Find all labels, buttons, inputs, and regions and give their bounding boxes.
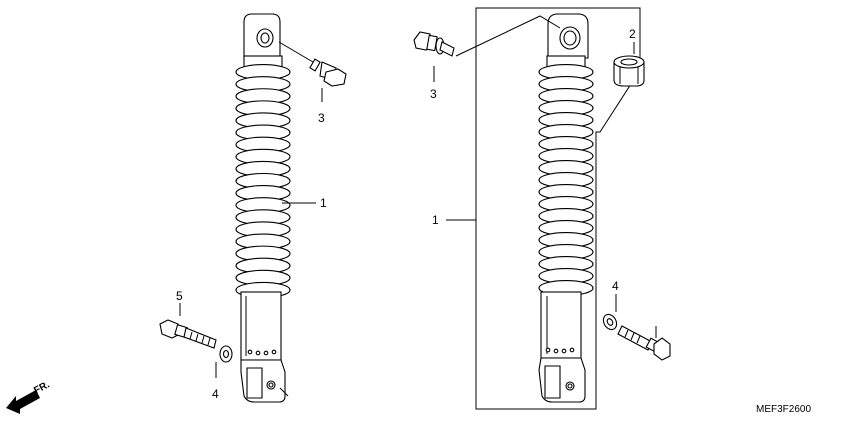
left-washer (219, 345, 233, 363)
right-shock-spring (538, 64, 594, 296)
callout-right-top-bolt: 3 (430, 87, 437, 101)
left-top-bolt (278, 41, 347, 87)
left-shock-spring (235, 63, 291, 299)
callout-right-washer: 4 (612, 279, 619, 293)
callout-left-shock: 1 (320, 196, 327, 210)
front-direction-arrow: FR. (6, 379, 52, 414)
left-bottom-bolt (159, 319, 217, 349)
callout-left-bottom-bolt: 5 (176, 289, 183, 303)
callout-left-top-bolt: 3 (318, 111, 325, 125)
right-bottom-bolt (617, 325, 671, 361)
callout-left-washer: 4 (212, 387, 219, 401)
right-washer (602, 313, 618, 331)
callout-right-shock: 1 (432, 213, 439, 227)
callout-right-bushing: 2 (629, 27, 636, 41)
diagram-code: MEF3F2600 (756, 404, 811, 415)
right-top-bolt (413, 15, 561, 57)
front-direction-label: FR. (32, 379, 52, 396)
right-shock-absorber (538, 13, 594, 403)
right-bushing (613, 55, 645, 87)
left-shock-absorber (235, 13, 291, 403)
